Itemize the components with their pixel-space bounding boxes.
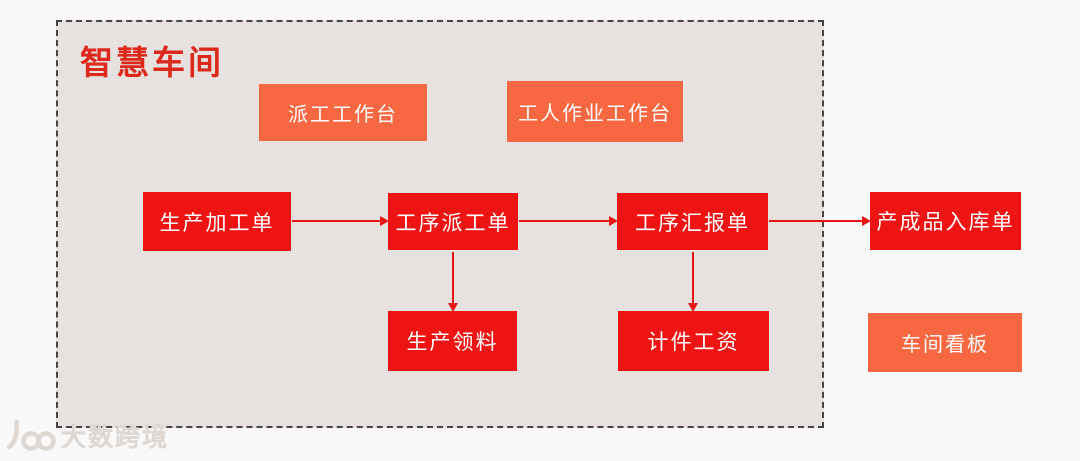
page-title: 智慧车间 <box>80 44 224 81</box>
arrow-dispatch-to-picking <box>448 252 458 312</box>
arrow-dispatch-to-report <box>519 216 618 226</box>
node-production-material-picking: 生产领料 <box>388 311 517 371</box>
100-logo-icon <box>6 419 56 451</box>
watermark-text: 大数跨境 <box>61 423 170 452</box>
node-worker-operation-workbench: 工人作业工作台 <box>507 81 683 142</box>
node-dispatch-workbench: 派工工作台 <box>259 84 427 141</box>
arrow-report-to-receipt <box>769 216 871 226</box>
node-finished-goods-receipt: 产成品入库单 <box>870 192 1021 250</box>
watermark: 大数跨境 <box>4 418 169 454</box>
node-piecework-wage: 计件工资 <box>618 311 769 371</box>
node-production-processing-order: 生产加工单 <box>143 192 291 251</box>
arrow-report-to-wage <box>688 252 698 312</box>
node-process-dispatch-order: 工序派工单 <box>388 193 518 250</box>
node-process-report-order: 工序汇报单 <box>617 193 768 250</box>
node-workshop-kanban: 车间看板 <box>868 313 1022 372</box>
arrow-production-to-dispatch <box>292 216 389 226</box>
